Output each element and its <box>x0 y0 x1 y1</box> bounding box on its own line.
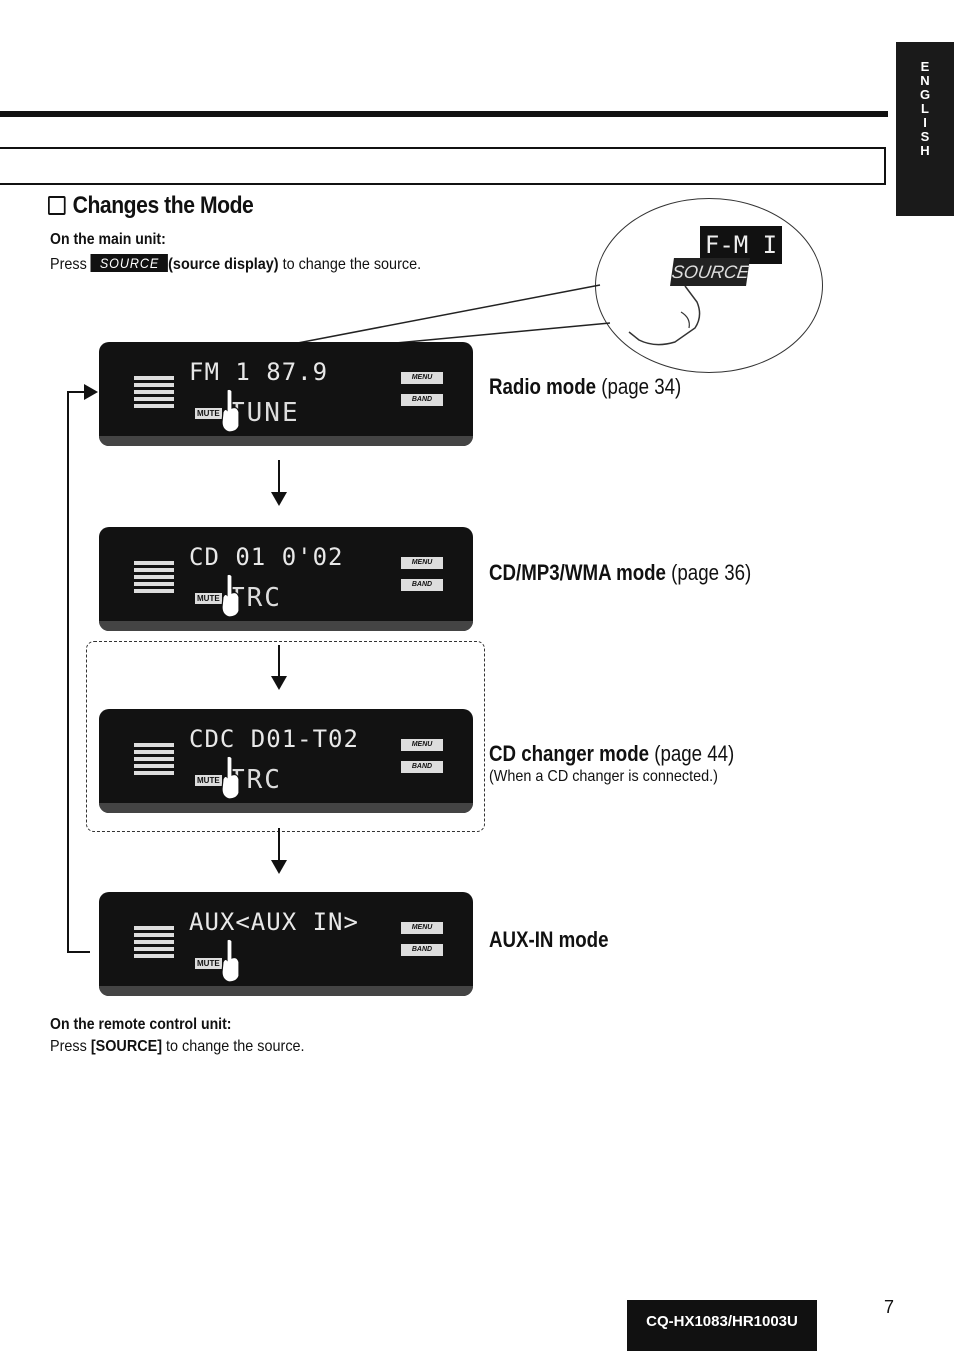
page-number: 7 <box>884 1297 895 1317</box>
menu-button[interactable]: MENU <box>401 557 443 569</box>
lcd-line-1: CDC D01-T02 <box>189 725 359 753</box>
model-number: CQ-HX1083/HR1003U <box>627 1300 817 1351</box>
mute-button[interactable]: MUTE <box>195 775 222 786</box>
header-rule <box>0 111 888 117</box>
cd-mode-label: CD/MP3/WMA mode (page 36) <box>489 560 752 585</box>
finger-pointer-icon <box>221 573 240 618</box>
finger-pointer-icon <box>221 938 240 983</box>
arrow-2 <box>278 645 280 677</box>
band-button[interactable]: BAND <box>401 944 443 956</box>
mute-button[interactable]: MUTE <box>195 408 222 419</box>
band-button[interactable]: BAND <box>401 579 443 591</box>
language-letter: E <box>920 59 930 74</box>
menu-button[interactable]: MENU <box>401 372 443 384</box>
band-button[interactable]: BAND <box>401 394 443 406</box>
main-unit-heading: On the main unit: <box>50 231 166 248</box>
menu-button[interactable]: MENU <box>401 922 443 934</box>
finger-pointer-icon <box>221 755 240 800</box>
callout-display: F-M I <box>700 226 782 264</box>
arrow-3 <box>278 828 280 862</box>
aux-mode-label: AUX-IN mode <box>489 927 609 952</box>
language-letter: G <box>919 87 931 102</box>
cd-changer-mode-label: CD changer mode (page 44) <box>489 741 735 766</box>
arrow-1 <box>278 460 280 494</box>
arrow-1-head <box>271 492 287 506</box>
bezel-strip <box>99 803 473 813</box>
head-unit-display: AUX<AUX IN> MUTE MENU BAND <box>99 892 473 996</box>
mute-button[interactable]: MUTE <box>195 958 222 969</box>
lcd-line-1: FM 1 87.9 <box>189 358 329 386</box>
arrow-2-head <box>271 676 287 690</box>
remote-heading: On the remote control unit: <box>50 1016 232 1033</box>
remote-instruction: Press [SOURCE] to change the source. <box>50 1038 305 1055</box>
language-letter: S <box>920 129 930 144</box>
language-letter: H <box>920 143 930 158</box>
bezel-strip <box>99 621 473 631</box>
language-letter: L <box>921 101 929 116</box>
pointing-hand-icon <box>628 285 701 346</box>
main-unit-instruction: Press SOURCE(source display) to change t… <box>50 254 422 273</box>
volume-control[interactable] <box>134 926 174 966</box>
bezel-strip <box>99 986 473 996</box>
finger-pointer-icon <box>221 388 240 433</box>
lcd-line-2: TUNE <box>229 398 300 428</box>
source-chip: SOURCE <box>90 254 169 272</box>
lcd-screen: AUX<AUX IN> <box>189 904 394 980</box>
arrow-3-head <box>271 860 287 874</box>
language-letter: I <box>923 115 927 130</box>
lcd-line-1: CD 01 0'02 <box>189 543 344 571</box>
loop-arrow <box>67 384 98 953</box>
radio-mode-label: Radio mode (page 34) <box>489 374 682 399</box>
lcd-line-1: AUX<AUX IN> <box>189 908 359 936</box>
menu-button[interactable]: MENU <box>401 739 443 751</box>
band-button[interactable]: BAND <box>401 761 443 773</box>
checkbox-icon <box>48 196 66 215</box>
volume-control[interactable] <box>134 743 174 783</box>
language-letter: N <box>920 73 930 88</box>
section-title: Changes the Mode <box>48 192 254 220</box>
header-box <box>0 147 886 185</box>
cd-changer-dashed-frame <box>86 641 485 832</box>
mute-button[interactable]: MUTE <box>195 593 222 604</box>
volume-control[interactable] <box>134 561 174 601</box>
cd-changer-note: (When a CD changer is connected.) <box>489 768 718 785</box>
volume-control[interactable] <box>134 376 174 416</box>
bezel-strip <box>99 436 473 446</box>
